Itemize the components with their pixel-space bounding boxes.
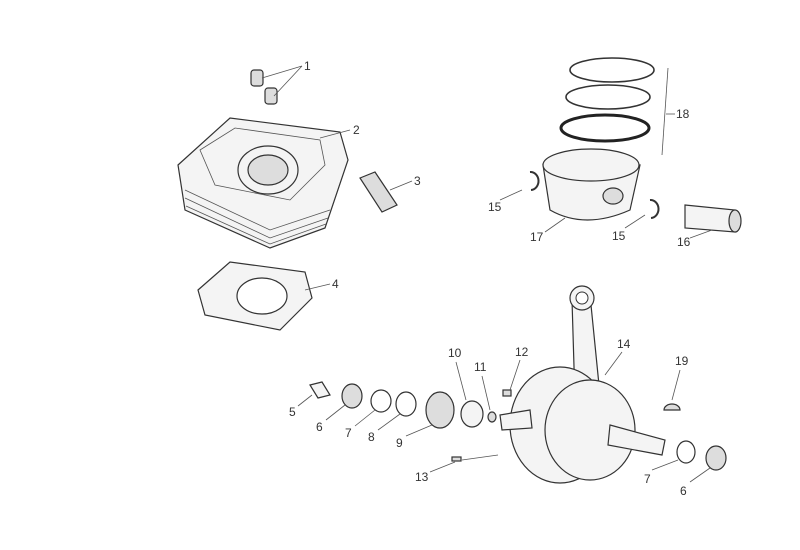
callout-19: 19 xyxy=(675,354,689,368)
cylinder-block xyxy=(177,117,349,249)
callout-11: 11 xyxy=(474,360,487,374)
callout-13: 13 xyxy=(415,470,429,484)
chain-guide xyxy=(359,171,398,213)
piston-pin xyxy=(684,204,742,233)
callout-1: 1 xyxy=(304,59,311,73)
leader-lines xyxy=(261,65,713,483)
callout-15-left: 15 xyxy=(488,200,502,214)
circlip-left xyxy=(529,171,540,191)
callout-18: 18 xyxy=(676,107,690,121)
dowel-pins xyxy=(250,69,278,105)
crankshaft-assembly xyxy=(499,285,666,484)
piston xyxy=(542,148,641,221)
callout-labels: 1 2 3 4 18 15 17 15 16 10 11 12 14 19 5 … xyxy=(289,59,691,498)
callout-14: 14 xyxy=(617,337,631,351)
callout-9: 9 xyxy=(396,436,403,450)
callout-3: 3 xyxy=(414,174,421,188)
callout-16: 16 xyxy=(677,235,691,249)
shaft-components xyxy=(309,381,727,471)
woodruff-key xyxy=(663,403,681,411)
callout-6-right: 6 xyxy=(680,484,687,498)
cylinder-gasket xyxy=(197,261,313,331)
callout-12: 12 xyxy=(515,345,529,359)
piston-rings xyxy=(559,57,655,143)
circlip-right xyxy=(649,199,660,219)
callout-10: 10 xyxy=(448,346,462,360)
callout-6-left: 6 xyxy=(316,420,323,434)
callout-7-left: 7 xyxy=(345,426,352,440)
callout-17: 17 xyxy=(530,230,544,244)
callout-4: 4 xyxy=(332,277,339,291)
callout-7-right: 7 xyxy=(644,472,651,486)
callout-5: 5 xyxy=(289,405,296,419)
callout-8: 8 xyxy=(368,430,375,444)
callout-15-right: 15 xyxy=(612,229,626,243)
callout-2: 2 xyxy=(353,123,360,137)
